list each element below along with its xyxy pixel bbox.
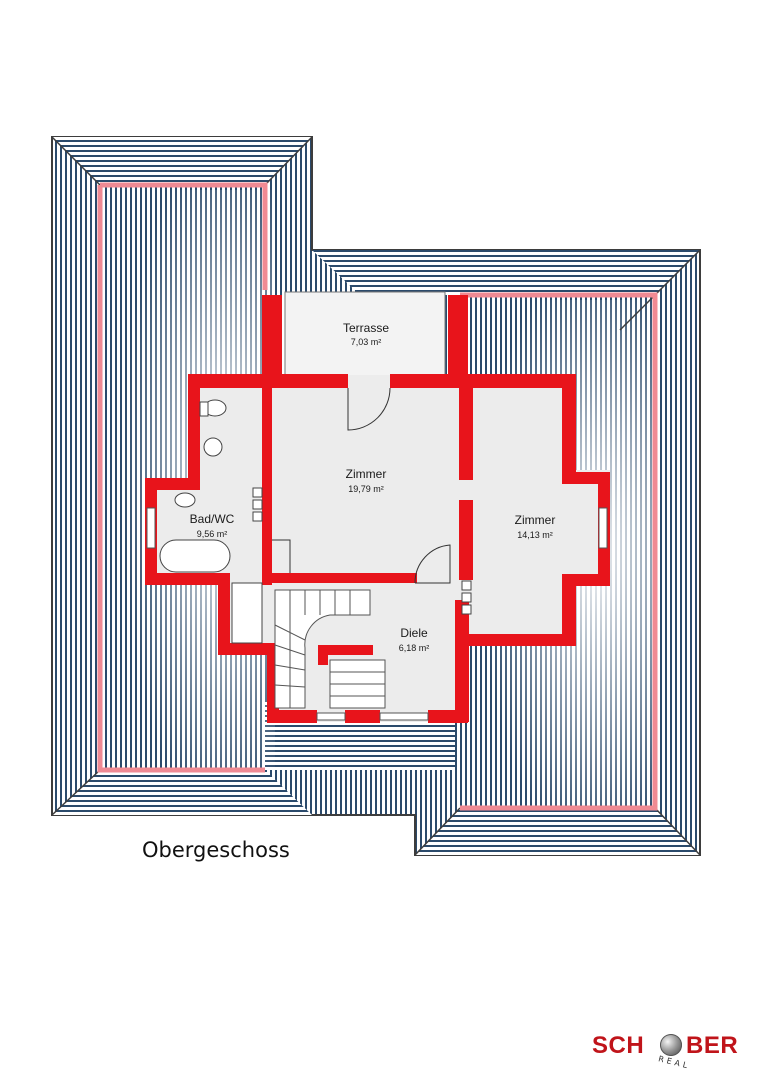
room-name-zimmer-main: Zimmer [346, 467, 387, 481]
windows [146, 507, 608, 721]
room-area-terrasse: 7,03 m² [351, 337, 382, 347]
company-logo: SCH BER REAL [592, 1028, 762, 1078]
walls [145, 374, 610, 723]
room-area-bad-wc: 9,56 m² [197, 529, 228, 539]
room-area-zimmer-right: 14,13 m² [517, 530, 553, 540]
room-name-diele: Diele [400, 626, 428, 640]
room-name-terrasse: Terrasse [343, 321, 389, 335]
bath-fixtures [159, 399, 472, 644]
terrace [262, 291, 468, 380]
logo-text-left: SCH [592, 1032, 645, 1059]
doors [272, 387, 451, 584]
room-area-diele: 6,18 m² [399, 643, 430, 653]
room-labels: Terrasse 7,03 m² Zimmer 19,79 m² Bad/WC … [190, 321, 556, 653]
floor-label: Obergeschoss [142, 838, 290, 862]
staircase [274, 589, 386, 709]
room-area-zimmer-main: 19,79 m² [348, 484, 384, 494]
logo-text-right: BER [686, 1032, 739, 1059]
globe-icon [660, 1034, 682, 1056]
room-name-bad-wc: Bad/WC [190, 512, 235, 526]
room-name-zimmer-right: Zimmer [515, 513, 556, 527]
